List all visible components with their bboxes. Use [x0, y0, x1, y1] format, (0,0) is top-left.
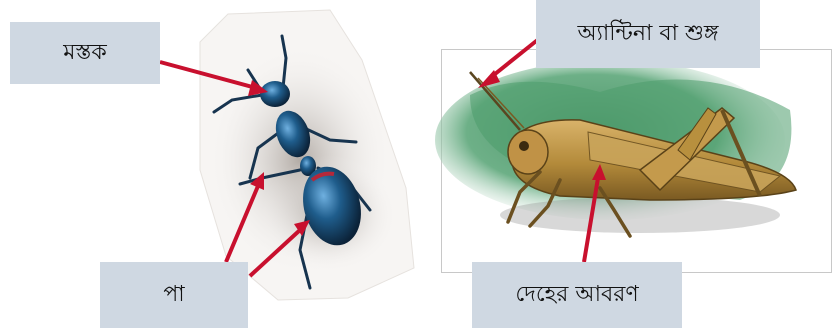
label-body-covering-text: দেহের আবরণ [515, 277, 638, 314]
label-head-text: মস্তক [63, 35, 106, 72]
label-leg: পা [100, 262, 248, 328]
ant-illustration [200, 10, 414, 300]
grasshopper-illustration [435, 60, 796, 236]
label-leg-text: পা [163, 277, 184, 314]
label-antenna-text: অ্যান্টিনা বা শুঙ্গ [577, 16, 718, 53]
label-antenna: অ্যান্টিনা বা শুঙ্গ [536, 0, 760, 68]
label-body-covering: দেহের আবরণ [472, 262, 682, 328]
label-head: মস্তক [10, 22, 160, 84]
